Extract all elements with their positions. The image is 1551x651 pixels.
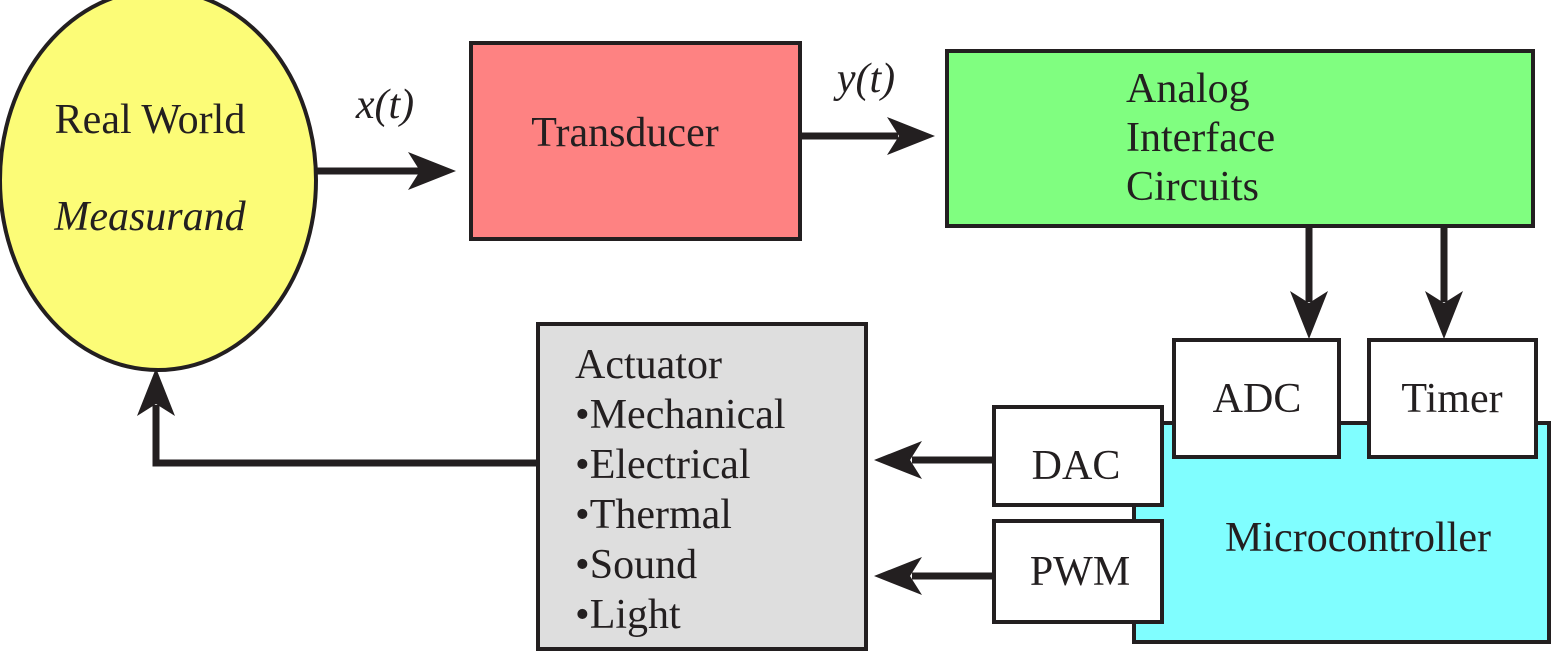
arrowhead-real-world [137, 368, 175, 416]
arrowhead-transducer [408, 152, 456, 190]
real-world-ellipse [0, 0, 318, 372]
signal-x-label: x(t) [355, 82, 414, 128]
interface-label: Interface [1126, 115, 1275, 161]
actuator-item-sound: •Sound [575, 542, 697, 588]
arrowhead-analog [887, 117, 935, 155]
signal-y-label: y(t) [833, 56, 895, 102]
actuator-item-mechanical: •Mechanical [575, 392, 786, 438]
actuator-item-electrical: •Electrical [575, 442, 751, 488]
transducer-label: Transducer [531, 110, 718, 156]
microcontroller-label: Microcontroller [1225, 515, 1491, 561]
measurand-label: Measurand [53, 194, 246, 240]
transducer-block [469, 41, 802, 241]
arrow-actuator-to-real-world [152, 405, 538, 467]
microcontroller-block [1132, 421, 1551, 644]
analog-label: Analog [1126, 66, 1250, 112]
actuator-item-light: •Light [575, 592, 681, 638]
circuits-label: Circuits [1126, 164, 1259, 210]
adc-label: ADC [1213, 376, 1302, 422]
dac-label: DAC [1032, 443, 1121, 489]
arrowhead-adc [1290, 291, 1328, 339]
actuator-block [536, 322, 868, 651]
real-world-label: Real World [55, 97, 246, 143]
timer-label: Timer [1401, 376, 1502, 422]
actuator-item-thermal: •Thermal [575, 492, 732, 538]
pwm-block [992, 519, 1164, 624]
arrowhead-pwm-actuator [874, 557, 922, 595]
actuator-title: Actuator [575, 342, 722, 388]
dac-block [992, 405, 1164, 507]
pwm-label: PWM [1030, 549, 1130, 595]
timer-block [1367, 338, 1538, 459]
analog-interface-block [945, 49, 1535, 228]
arrowhead-dac-actuator [874, 441, 922, 479]
arrowhead-timer [1425, 291, 1463, 339]
adc-block [1172, 338, 1341, 459]
